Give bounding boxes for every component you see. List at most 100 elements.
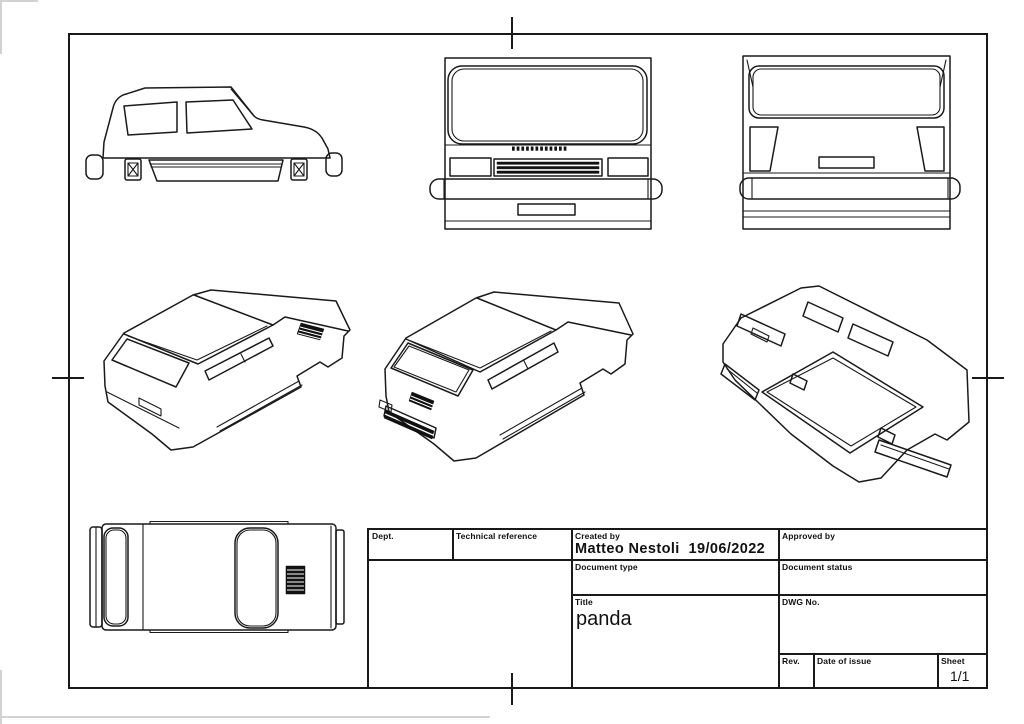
- titleblock-divider: [367, 528, 988, 530]
- car-body-outline: [103, 87, 330, 158]
- sheet-label: Sheet: [941, 656, 965, 666]
- hood-vent: [409, 392, 434, 410]
- car-body-outline: [743, 56, 950, 229]
- side-window-cutout: [803, 302, 843, 332]
- jack-point-right-inner: [294, 163, 304, 176]
- car-body-outline: [104, 290, 350, 450]
- roof-edges: [124, 295, 273, 364]
- rear-side-window: [124, 102, 177, 135]
- headlight: [379, 400, 392, 412]
- rear-window: [112, 339, 189, 387]
- centering-mark-left: [52, 377, 84, 379]
- created-by-label: Created by: [575, 531, 620, 541]
- windshield-inner: [237, 530, 276, 626]
- cowl-vents: [512, 146, 567, 151]
- bumper-cap-lines: [444, 179, 648, 199]
- side-window-cutout: [848, 324, 893, 356]
- lower-body-lines: [743, 211, 950, 217]
- headlight-left: [450, 158, 491, 176]
- hood-vent: [297, 323, 324, 340]
- bumper-left-line: [727, 369, 757, 393]
- centering-mark-top: [511, 17, 513, 49]
- window-divider: [241, 354, 245, 362]
- top-view-drawing: [88, 518, 348, 636]
- titleblock-divider: [367, 559, 988, 561]
- rev-label: Rev.: [782, 656, 800, 666]
- page-edge-artifact: [0, 0, 38, 2]
- approved-by-label: Approved by: [782, 531, 836, 541]
- sill-lines: [500, 388, 585, 439]
- bumper-cap-lines: [752, 178, 948, 199]
- titleblock-divider: [452, 528, 454, 559]
- titleblock-divider: [813, 653, 815, 689]
- jack-point-left-cross: [128, 163, 138, 176]
- hood-vent: [286, 566, 305, 594]
- front-view-drawing: [430, 55, 662, 233]
- bumper-right-line: [881, 445, 949, 469]
- dept-label: Dept.: [372, 531, 394, 541]
- titleblock-divider: [937, 653, 939, 689]
- titleblock-divider: [367, 528, 369, 689]
- document-type-label: Document type: [575, 562, 638, 572]
- roof-edges: [406, 298, 556, 372]
- jack-point-right: [291, 159, 307, 180]
- side-window-band: [488, 343, 558, 389]
- jack-point-right-cross: [294, 163, 304, 176]
- rear-hatch-detail: [751, 328, 769, 342]
- bumper-right: [875, 440, 951, 477]
- grille-bar: [385, 410, 434, 434]
- side-strip-top: [150, 522, 288, 525]
- page-edge-artifact: [0, 0, 2, 54]
- rear-window-inner: [106, 530, 126, 624]
- car-body-outline: [385, 292, 633, 461]
- grille-bar: [384, 415, 433, 439]
- front-bumper: [430, 179, 662, 199]
- iso-bottom-view-drawing: [695, 282, 985, 492]
- car-body-outline: [723, 286, 969, 482]
- page-edge-artifact: [0, 670, 2, 724]
- windshield-inner: [452, 69, 643, 141]
- window-divider: [524, 361, 528, 369]
- created-by-value: Matteo Nestoli 19/06/2022: [575, 541, 766, 557]
- rear-panel-line: [107, 392, 179, 428]
- c-pillar-rear-edge: [556, 322, 631, 335]
- title-value: panda: [576, 608, 632, 630]
- titleblock-divider: [571, 594, 988, 596]
- license-plate: [819, 157, 874, 168]
- windshield: [448, 66, 647, 144]
- rear-window: [104, 528, 128, 626]
- windshield: [235, 528, 278, 628]
- grille: [384, 406, 436, 438]
- side-view-drawing: [85, 82, 345, 188]
- title-label: Title: [575, 597, 593, 607]
- roof-inner-line: [411, 331, 551, 368]
- bumper-left: [721, 364, 759, 400]
- jack-point-left-inner: [128, 163, 138, 176]
- license-plate: [518, 204, 575, 215]
- technical-reference-label: Technical reference: [456, 531, 538, 541]
- rear-window-band: [737, 314, 785, 346]
- date-of-issue-label: Date of issue: [817, 656, 872, 666]
- windshield: [391, 343, 473, 396]
- license-plate: [139, 398, 161, 416]
- side-window-band: [205, 338, 273, 380]
- roof-inner-line: [128, 326, 267, 360]
- rear-view-drawing: [740, 55, 960, 233]
- iso-front-view-drawing: [376, 288, 652, 484]
- floor-pan-inner: [767, 358, 916, 446]
- titleblock-divider: [571, 528, 573, 689]
- taillight-right: [917, 127, 944, 171]
- dwg-no-label: DWG No.: [782, 597, 820, 607]
- grille: [494, 159, 602, 176]
- iso-rear-view-drawing: [95, 288, 365, 468]
- a-pillar-hood-edge: [273, 317, 348, 331]
- headlight-right: [608, 158, 648, 176]
- centering-mark-bottom: [511, 673, 513, 705]
- titleblock-divider: [778, 653, 988, 655]
- page-edge-artifact: [0, 716, 490, 718]
- jack-point-left: [125, 159, 141, 180]
- car-body-outline: [445, 58, 651, 229]
- sill-lines: [217, 381, 302, 431]
- rear-bumper-cap: [86, 155, 103, 179]
